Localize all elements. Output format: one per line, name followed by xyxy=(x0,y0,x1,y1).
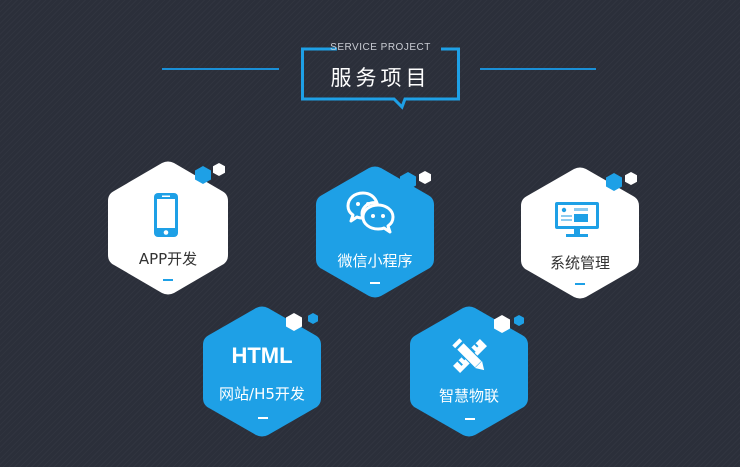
hexagon-shape xyxy=(316,166,434,298)
speech-bubble-frame xyxy=(301,47,460,110)
small-blue-hex-icon xyxy=(514,313,524,331)
dash-marker xyxy=(575,283,585,285)
dash-marker xyxy=(258,417,268,419)
small-white-hex-icon xyxy=(625,172,637,190)
service-card-wechat-miniprogram[interactable]: 微信小程序 xyxy=(316,165,434,299)
service-label: 系统管理 xyxy=(549,254,610,272)
service-heading: HTML xyxy=(231,343,293,368)
small-white-hex-icon xyxy=(419,171,431,189)
section-subtitle: SERVICE PROJECT xyxy=(330,42,431,53)
small-blue-hex-icon xyxy=(308,311,318,329)
service-label: APP开发 xyxy=(138,250,198,268)
small-white-hex-icon xyxy=(213,163,225,181)
dash-marker xyxy=(465,418,475,420)
dash-marker xyxy=(163,279,173,281)
wechat-icon xyxy=(346,191,395,234)
small-white-hex-icon xyxy=(494,315,510,338)
smartphone-icon xyxy=(154,193,178,237)
hexagon-shape xyxy=(203,306,321,437)
small-blue-hex-icon xyxy=(400,172,416,195)
service-card-system-management[interactable]: 系统管理 xyxy=(521,166,639,300)
service-card-app[interactable]: APP开发 xyxy=(108,160,228,296)
pencil-ruler-icon xyxy=(452,338,487,373)
small-white-hex-icon xyxy=(286,313,302,336)
small-blue-hex-icon xyxy=(606,173,622,196)
monitor-icon xyxy=(555,202,599,237)
section-title-box: SERVICE PROJECT 服务项目 xyxy=(301,42,460,110)
right-divider-line xyxy=(480,68,596,70)
service-label: 微信小程序 xyxy=(337,252,413,270)
service-label: 智慧物联 xyxy=(438,387,499,405)
left-divider-line xyxy=(162,68,279,70)
service-label: 网站/H5开发 xyxy=(219,385,305,403)
small-blue-hex-icon xyxy=(195,166,211,189)
hexagon-shape xyxy=(410,306,528,437)
service-card-smart-iot[interactable]: 智慧物联 xyxy=(410,305,528,438)
dash-marker xyxy=(370,282,380,284)
section-title: 服务项目 xyxy=(330,66,431,90)
service-card-html5[interactable]: HTML 网站/H5开发 xyxy=(203,305,321,438)
